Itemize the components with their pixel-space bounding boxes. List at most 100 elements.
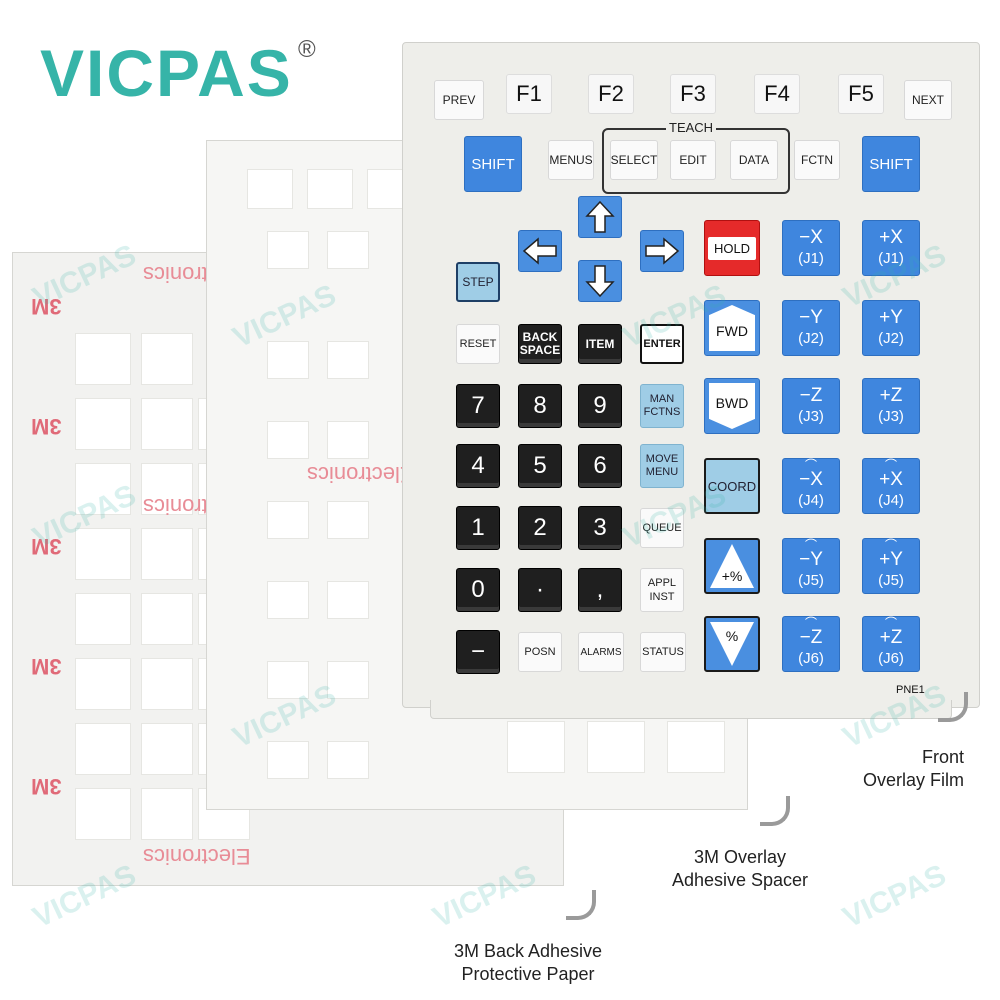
jog-plus-z-j3-key[interactable]: +Z (J3) [862, 378, 920, 434]
jog-plus-x-j1-key[interactable]: +X (J1) [862, 220, 920, 276]
spacer-caption-line2: Adhesive Spacer [671, 870, 809, 890]
rotate-arc-icon: ⌒ [884, 458, 897, 472]
num-0-key[interactable]: 0 [456, 568, 500, 612]
shift-key-left[interactable]: SHIFT [464, 136, 522, 192]
jog-axis-label: +Z [879, 385, 903, 406]
jog-minus-x-j1-key[interactable]: −X (J1) [782, 220, 840, 276]
f2-key[interactable]: F2 [588, 74, 634, 114]
jog-axis-label: −Y [799, 549, 823, 570]
jog-joint-label: (J4) [798, 492, 824, 509]
jog-joint-label: (J1) [878, 250, 904, 267]
f4-key[interactable]: F4 [754, 74, 800, 114]
queue-key[interactable]: QUEUE [640, 508, 684, 548]
brand-logo: VICPAS [40, 36, 293, 110]
rotate-arc-icon: ⌒ [804, 616, 817, 630]
jog-minus-z-j3-key[interactable]: −Z (J3) [782, 378, 840, 434]
hold-key[interactable]: HOLD [704, 220, 760, 276]
jog-axis-label: −Z [799, 627, 823, 648]
coord-key[interactable]: COORD [704, 458, 760, 514]
f1-key[interactable]: F1 [506, 74, 552, 114]
jog-plus-z-j6-key[interactable]: ⌒ +Z (J6) [862, 616, 920, 672]
num-4-key[interactable]: 4 [456, 444, 500, 488]
jog-joint-label: (J3) [878, 408, 904, 425]
backspace-key[interactable]: BACK SPACE [518, 324, 562, 364]
alarms-key[interactable]: ALARMS [578, 632, 624, 672]
status-key[interactable]: STATUS [640, 632, 686, 672]
appl-inst-line1: APPL [647, 577, 677, 589]
arrow-down-key[interactable] [578, 260, 622, 302]
num-9-key[interactable]: 9 [578, 384, 622, 428]
jog-minus-y-j5-key[interactable]: ⌒ −Y (J5) [782, 538, 840, 594]
jog-axis-label: +Y [879, 307, 903, 328]
move-menu-line2: MENU [645, 466, 679, 478]
jog-axis-label: −X [799, 469, 823, 490]
jog-joint-label: (J2) [878, 330, 904, 347]
minus-percent-key[interactable]: % [704, 616, 760, 672]
jog-plus-y-j2-key[interactable]: +Y (J2) [862, 300, 920, 356]
num-1-key[interactable]: 1 [456, 506, 500, 550]
backspace-line2: SPACE [519, 343, 561, 357]
jog-minus-z-j6-key[interactable]: ⌒ −Z (J6) [782, 616, 840, 672]
plus-percent-key[interactable]: +% [704, 538, 760, 594]
enter-key[interactable]: ENTER [640, 324, 684, 364]
front-caption-line2: Overlay Film [862, 770, 964, 790]
rotate-arc-icon: ⌒ [884, 616, 897, 630]
front-overlay-caption: Front Overlay Film [780, 746, 964, 792]
f3-key[interactable]: F3 [670, 74, 716, 114]
f5-key[interactable]: F5 [838, 74, 884, 114]
jog-axis-label: −Y [799, 307, 823, 328]
menus-key[interactable]: MENUS [548, 140, 594, 180]
step-key[interactable]: STEP [456, 262, 500, 302]
jog-joint-label: (J6) [798, 650, 824, 667]
hold-label: HOLD [707, 236, 757, 260]
prev-key[interactable]: PREV [434, 80, 484, 120]
rotate-arc-icon: ⌒ [804, 538, 817, 552]
next-key[interactable]: NEXT [904, 80, 952, 120]
jog-joint-label: (J2) [798, 330, 824, 347]
select-key[interactable]: SELECT [610, 140, 658, 180]
bwd-key[interactable]: BWD [704, 378, 760, 434]
back-caption-line1: 3M Back Adhesive [453, 941, 603, 961]
curl-arrow-icon [760, 796, 790, 826]
num-2-key[interactable]: 2 [518, 506, 562, 550]
fwd-label: FWD [709, 305, 755, 351]
jog-plus-x-j4-key[interactable]: ⌒ +X (J4) [862, 458, 920, 514]
front-overlay-tab [430, 700, 952, 719]
jog-axis-label: +Z [879, 627, 903, 648]
appl-inst-key[interactable]: APPL INST [640, 568, 684, 612]
fwd-key[interactable]: FWD [704, 300, 760, 356]
num-7-key[interactable]: 7 [456, 384, 500, 428]
item-key[interactable]: ITEM [578, 324, 622, 364]
arrow-left-key[interactable] [518, 230, 562, 272]
num-5-key[interactable]: 5 [518, 444, 562, 488]
data-key[interactable]: DATA [730, 140, 778, 180]
shift-key-right[interactable]: SHIFT [862, 136, 920, 192]
jog-minus-x-j4-key[interactable]: ⌒ −X (J4) [782, 458, 840, 514]
triangle-up-icon [710, 544, 754, 588]
plus-percent-label: +% [721, 568, 743, 584]
num-3-key[interactable]: 3 [578, 506, 622, 550]
edit-key[interactable]: EDIT [670, 140, 716, 180]
fctn-key[interactable]: FCTN [794, 140, 840, 180]
reset-key[interactable]: RESET [456, 324, 500, 364]
posn-key[interactable]: POSN [518, 632, 562, 672]
jog-axis-label: +Y [879, 549, 903, 570]
jog-plus-y-j5-key[interactable]: ⌒ +Y (J5) [862, 538, 920, 594]
arrow-up-key[interactable] [578, 196, 622, 238]
num-8-key[interactable]: 8 [518, 384, 562, 428]
jog-axis-label: −Z [799, 385, 823, 406]
rotate-arc-icon: ⌒ [804, 458, 817, 472]
registered-mark: ® [298, 36, 316, 63]
num-6-key[interactable]: 6 [578, 444, 622, 488]
minus-key[interactable]: − [456, 630, 500, 674]
backspace-line1: BACK [522, 330, 558, 344]
man-fctns-key[interactable]: MAN FCTNS [640, 384, 684, 428]
comma-key[interactable]: , [578, 568, 622, 612]
jog-minus-y-j2-key[interactable]: −Y (J2) [782, 300, 840, 356]
back-caption-line2: Protective Paper [461, 964, 595, 984]
jog-joint-label: (J3) [798, 408, 824, 425]
arrow-up-icon [585, 200, 615, 233]
dot-key[interactable]: · [518, 568, 562, 612]
arrow-right-key[interactable] [640, 230, 684, 272]
move-menu-key[interactable]: MOVE MENU [640, 444, 684, 488]
